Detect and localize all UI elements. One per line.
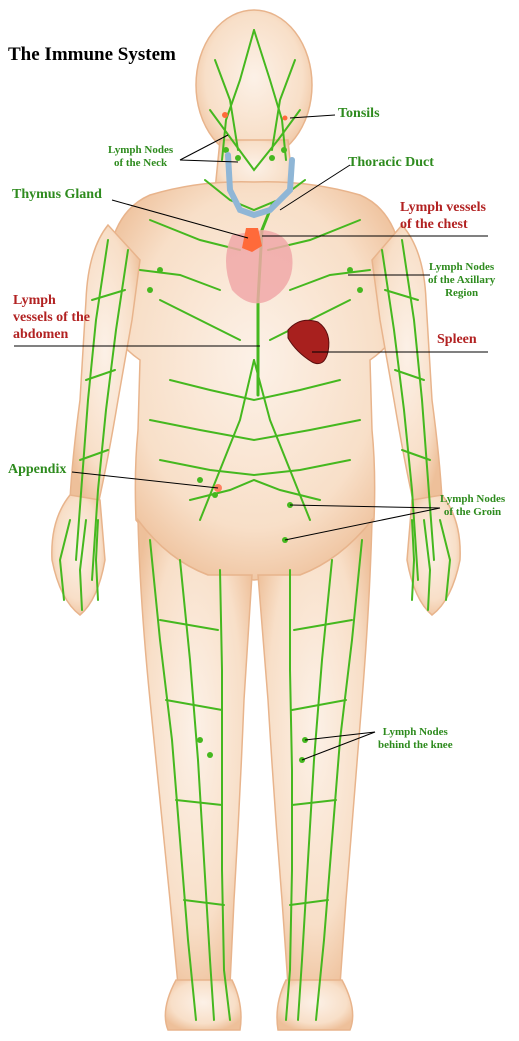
heart [226, 230, 293, 304]
left-foot [164, 979, 242, 1031]
left-arm [69, 223, 141, 506]
page-title: The Immune System [8, 44, 176, 65]
thoracic-duct [225, 152, 295, 219]
label-spleen: Spleen [437, 332, 477, 347]
label-thoracic-duct: Thoracic Duct [348, 155, 434, 170]
leader-lines [14, 114, 488, 761]
lymph-vessel-network [58, 29, 452, 1021]
thymus-gland-shape [242, 228, 262, 252]
label-abdomen-vessels: Lymph vessels of the abdomen [13, 293, 90, 342]
label-appendix: Appendix [8, 462, 67, 477]
tonsil-right [282, 115, 288, 121]
right-foot [276, 979, 354, 1031]
tonsil-left [222, 112, 228, 118]
label-groin-nodes: Lymph Nodes of the Groin [440, 493, 506, 519]
left-leg [137, 517, 253, 986]
label-tonsils: Tonsils [338, 106, 380, 121]
label-neck-nodes: Lymph Nodes of the Neck [108, 144, 174, 170]
label-knee-nodes: Lymph Nodes behind the knee [378, 726, 453, 752]
label-chest-vessels: Lymph vessels of the chest [400, 200, 486, 232]
label-thymus-gland: Thymus Gland [12, 187, 102, 202]
torso [107, 181, 403, 581]
label-axillary-nodes: Lymph Nodes of the Axillary Region [428, 261, 496, 300]
